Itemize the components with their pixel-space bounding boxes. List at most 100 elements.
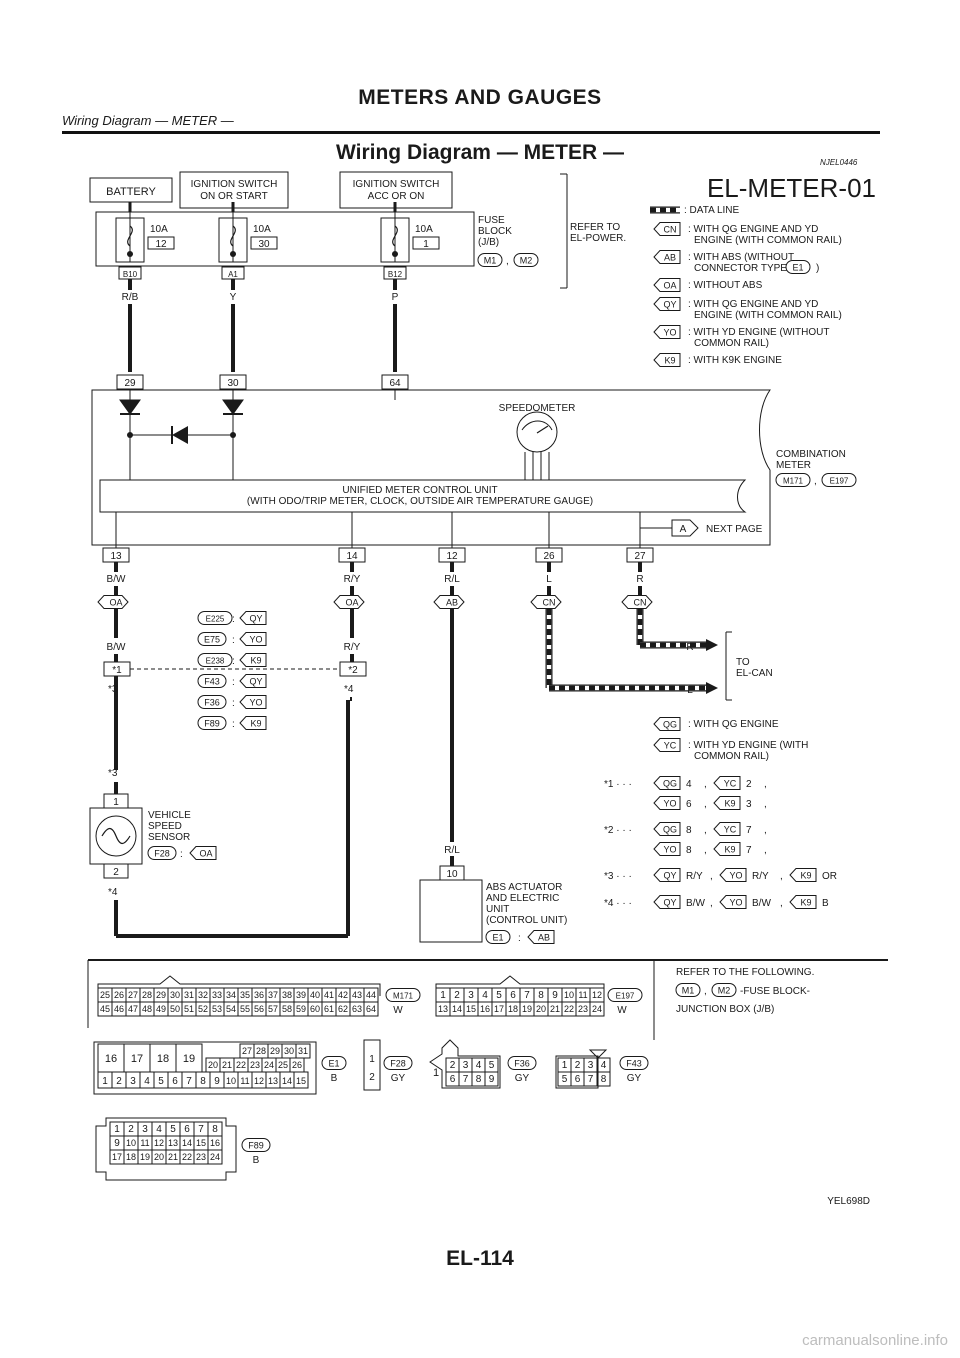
- diode: [172, 426, 188, 444]
- separator: :: [232, 698, 235, 709]
- diagram-title: Wiring Diagram — METER —: [335, 141, 624, 164]
- connector-tag-label: F28: [390, 1059, 406, 1069]
- option-tag-cn: [621, 595, 653, 609]
- connector-tag-label: F89: [248, 1141, 264, 1151]
- option-tag-label: YO: [249, 635, 262, 645]
- cavity-number: 8: [538, 990, 544, 1001]
- cavity-number: 35: [240, 990, 250, 1000]
- sensor-pin-2: [103, 863, 129, 879]
- sensor-label: SPEED: [148, 821, 182, 832]
- refer-following-text: JUNCTION BOX (J/B): [676, 1004, 774, 1015]
- cavity-number: 17: [112, 1152, 122, 1162]
- separator: :: [232, 656, 235, 667]
- ac-wave-symbol: [101, 827, 131, 845]
- wire-color-label: B/W: [107, 574, 126, 585]
- cavity-number: 49: [156, 1004, 166, 1014]
- cavity-number: 23: [578, 1004, 588, 1014]
- cavity-number: 7: [186, 1076, 192, 1087]
- separator: ,: [704, 825, 707, 836]
- fuse-symbol: [230, 225, 236, 247]
- wire-color-label: R: [636, 574, 643, 585]
- cavity-number: 1: [369, 1054, 375, 1065]
- option-tag-label: QG: [663, 779, 677, 789]
- legend-text: : WITH QG ENGINE AND YD: [688, 224, 818, 235]
- cavity-number: 46: [114, 1004, 124, 1014]
- wire-color-label: R/L: [444, 574, 460, 585]
- cavity-number: 9: [114, 1138, 120, 1149]
- separator: ,: [764, 799, 767, 810]
- cavity-number: 60: [310, 1004, 320, 1014]
- sheet-id: EL-METER-01: [707, 173, 876, 203]
- footnote-value: 6: [686, 799, 692, 810]
- fuse-number-box: [412, 236, 440, 250]
- option-tag-label: CN: [664, 225, 677, 235]
- ignition-switch-label: ON OR START: [200, 191, 267, 202]
- legend-tag-yc: [653, 738, 681, 752]
- footnote-value: B/W: [752, 898, 771, 909]
- footnote-value: R/Y: [752, 871, 769, 882]
- cavity-number: 30: [284, 1046, 294, 1056]
- connector-tag-e1: [785, 260, 811, 274]
- legend-text: : WITH YD ENGINE (WITH: [688, 740, 808, 751]
- cavity-number: 16: [210, 1138, 220, 1148]
- cavity-number: 1: [562, 1060, 568, 1071]
- connector-e1-shell: [93, 1041, 317, 1095]
- footnote-tag-qg: [653, 776, 681, 790]
- fuse-symbol: [392, 225, 398, 247]
- speedometer-gauge: [516, 411, 558, 453]
- cavity-number: 17: [131, 1053, 143, 1065]
- cavity-number: 5: [496, 990, 502, 1001]
- cavity-number: 3: [468, 990, 474, 1001]
- option-tag-label: QG: [663, 825, 677, 835]
- option-tag-qy: [239, 674, 267, 688]
- legend-tag-qy: [653, 297, 681, 311]
- cavity-number: 11: [578, 990, 587, 1000]
- sensor-label: VEHICLE: [148, 810, 191, 821]
- cavity-number: 7: [463, 1074, 469, 1085]
- can-l-label: L: [687, 685, 693, 696]
- connector-f89-shell: [95, 1117, 237, 1181]
- option-tag-label: K9: [664, 356, 675, 366]
- cavity-number: 25: [278, 1060, 288, 1070]
- connector-tag-label: M1: [484, 256, 497, 266]
- abs-label: (CONTROL UNIT): [486, 915, 567, 926]
- connector-tag-label: F28: [154, 849, 170, 859]
- diode: [119, 399, 141, 415]
- legend-tag-yo: [653, 325, 681, 339]
- next-page-marker: A: [680, 524, 687, 535]
- legend-text: : WITH K9K ENGINE: [688, 355, 782, 366]
- connector-color: GY: [391, 1073, 406, 1084]
- option-tag-label: K9: [800, 898, 811, 908]
- refer-to-label: EL-POWER.: [570, 233, 626, 244]
- connector-tag-f28: [383, 1056, 413, 1070]
- speedometer-needle: [536, 425, 549, 434]
- cavity-number: 16: [105, 1053, 117, 1065]
- arrow-can-l: [706, 682, 718, 694]
- option-tag-label: K9: [724, 799, 735, 809]
- cavity-number: 39: [296, 990, 306, 1000]
- cavity-number: 29: [156, 990, 166, 1000]
- connector-tag-label: M2: [520, 256, 533, 266]
- option-tag-label: YO: [663, 845, 676, 855]
- cavity-number: 2: [128, 1124, 134, 1135]
- cavity-number: 11: [240, 1076, 249, 1086]
- option-tag-label: YO: [729, 871, 742, 881]
- cavity-number: 20: [154, 1152, 164, 1162]
- option-tag-cn: [530, 595, 562, 609]
- arrow-can-h: [706, 639, 718, 651]
- cavity-number: 5: [170, 1124, 176, 1135]
- cavity-number: 27: [128, 990, 138, 1000]
- fuse-node: [392, 251, 398, 257]
- connector-tag-label: E197: [830, 477, 849, 486]
- connector-tag-f89: [241, 1138, 271, 1152]
- connector-color: B: [253, 1155, 260, 1166]
- junction-node: [230, 432, 236, 438]
- cavity-number: 21: [168, 1152, 178, 1162]
- option-tag-label: OA: [199, 849, 212, 859]
- pin-label: 12: [446, 551, 458, 562]
- cavity-number: 25: [100, 990, 110, 1000]
- footnote-tag-k9: [789, 868, 817, 882]
- cavity-number: 9: [214, 1076, 220, 1087]
- cavity-number: 3: [130, 1076, 136, 1087]
- cavity-number: 8: [212, 1124, 218, 1135]
